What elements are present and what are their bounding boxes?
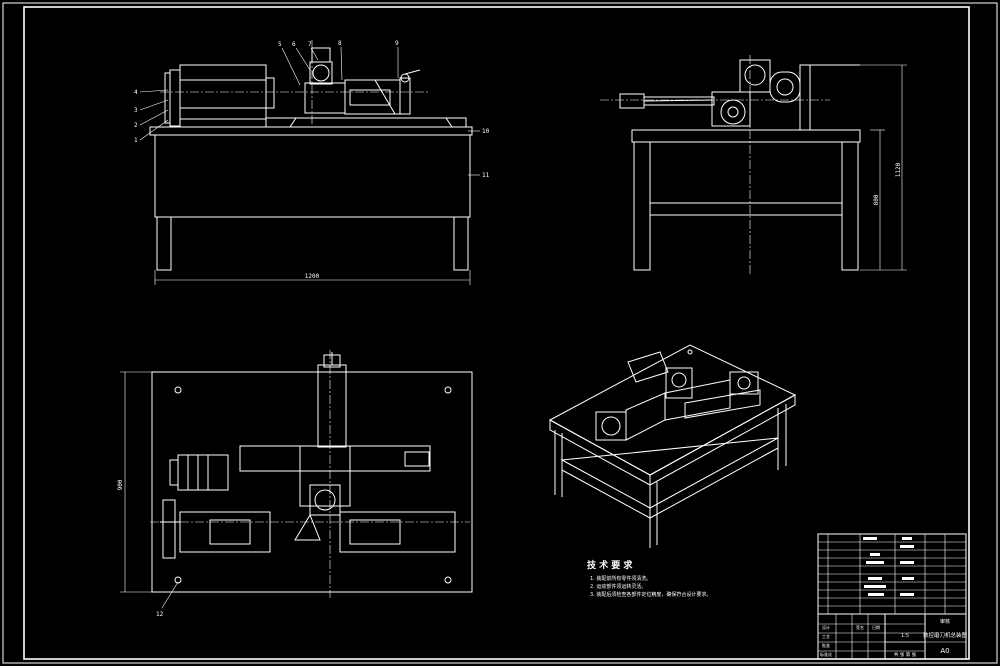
callout-6: 6	[292, 41, 296, 48]
callout-7: 7	[308, 41, 312, 48]
side-overall-height-dimension: 1120	[895, 162, 902, 177]
sign-label: 签名	[856, 624, 864, 630]
front-view: 1200 1 2 3 4 5 6 7 8 9 10 11	[134, 40, 490, 285]
date-label: 日期	[872, 624, 880, 630]
callout-3: 3	[134, 107, 138, 114]
callout-8: 8	[338, 40, 342, 47]
callout-1: 1	[134, 137, 138, 144]
parts-list-grid	[818, 534, 966, 615]
approve-label: 批准	[822, 642, 830, 648]
front-overall-dimension: 1200	[305, 273, 320, 280]
sheet-code: A0	[940, 647, 949, 655]
callout-10: 10	[482, 128, 490, 135]
drawing-title: 数控磨刀机总装图	[923, 631, 968, 639]
sheet-border-inner	[23, 6, 970, 660]
callout-11: 11	[482, 172, 490, 179]
technical-notes: 技 术 要 求 1. 装配前所有零件须清洗。 2. 运动部件须运转灵活。 3. …	[587, 559, 711, 598]
scale-value: 1:5	[901, 633, 909, 639]
sheet-label: 共 张 第 张	[894, 651, 917, 658]
note-2: 2. 运动部件须运转灵活。	[590, 583, 646, 590]
callout-4: 4	[134, 89, 138, 96]
notes-heading: 技 术 要 求	[587, 559, 633, 571]
side-table-height-dimension: 800	[873, 194, 880, 205]
callout-9: 9	[395, 40, 399, 47]
callout-12: 12	[156, 611, 164, 618]
callout-2: 2	[134, 122, 138, 129]
isometric-view	[548, 344, 797, 548]
standard-label: 标准化	[820, 651, 832, 657]
top-view: 900 12	[117, 350, 473, 618]
approval-label: 审核	[940, 618, 950, 625]
top-depth-dimension: 900	[117, 479, 124, 490]
callout-5: 5	[278, 41, 282, 48]
title-block: 审核 设计 工艺 批准 标准化 日期 签名 共 张 第 张 数控磨刀机总装图 1…	[817, 533, 968, 660]
side-view: 800 1120	[600, 55, 907, 275]
process-label: 工艺	[822, 634, 830, 639]
note-1: 1. 装配前所有零件须清洗。	[590, 575, 651, 582]
designer-label: 设计	[822, 624, 830, 630]
note-3: 3. 装配后须检查各部件定位精度，确保符合设计要求。	[590, 591, 711, 598]
